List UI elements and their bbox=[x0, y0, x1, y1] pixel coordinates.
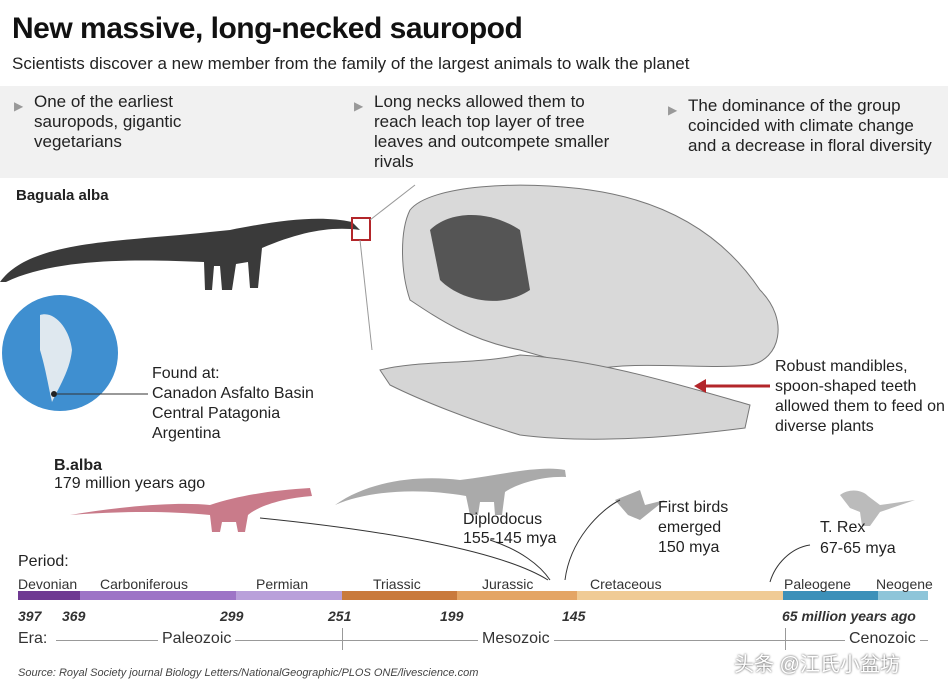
period-label: Period: bbox=[18, 553, 69, 570]
trex-silhouette bbox=[840, 490, 915, 526]
era-paleozoic: Paleozoic bbox=[158, 630, 236, 648]
diplodocus-age: 155-145 mya bbox=[463, 530, 557, 547]
period-bar-paleogene bbox=[783, 591, 878, 600]
period-cretaceous: Cretaceous bbox=[590, 576, 662, 592]
era-label: Era: bbox=[14, 630, 52, 648]
tick-145: 145 bbox=[562, 608, 586, 624]
source-note: Source: Royal Society journal Biology Le… bbox=[18, 667, 479, 679]
period-jurassic: Jurassic bbox=[482, 576, 534, 592]
birds-label: First birds emerged bbox=[658, 499, 729, 536]
era-cenozoic: Cenozoic bbox=[845, 630, 920, 648]
trex-age: 67-65 mya bbox=[820, 540, 896, 557]
skull-highlight-box bbox=[351, 217, 371, 241]
balba-label: B.alba bbox=[54, 457, 103, 474]
era-divider bbox=[342, 628, 343, 650]
triangle-icon: ▶ bbox=[354, 99, 364, 113]
period-bar-carboniferous bbox=[80, 591, 236, 600]
bird-silhouette bbox=[615, 490, 665, 520]
tick-251: 251 bbox=[328, 608, 352, 624]
period-bar-triassic bbox=[342, 591, 457, 600]
diplodocus-silhouette bbox=[335, 468, 566, 515]
period-bar-neogene bbox=[878, 591, 928, 600]
tick-199: 199 bbox=[440, 608, 464, 624]
triangle-icon: ▶ bbox=[14, 99, 24, 113]
page-subtitle: Scientists discover a new member from th… bbox=[12, 54, 690, 73]
fact-3: ▶The dominance of the group coincided wi… bbox=[668, 96, 932, 155]
period-devonian: Devonian bbox=[18, 576, 78, 592]
period-neogene: Neogene bbox=[876, 576, 933, 592]
baguala-small-silhouette bbox=[70, 488, 312, 532]
trex-label: T. Rex bbox=[820, 519, 866, 536]
south-america bbox=[40, 314, 72, 402]
baguala-silhouette bbox=[0, 218, 360, 290]
fact-2: ▶Long necks allowed them to reach leach … bbox=[354, 92, 610, 171]
watermark: 头条 @江氏小盆坊 bbox=[734, 654, 900, 676]
mandible-drawing bbox=[379, 354, 751, 440]
era-mesozoic: Mesozoic bbox=[478, 630, 554, 648]
tick-397: 397 bbox=[18, 608, 42, 624]
birds-age: 150 mya bbox=[658, 539, 720, 556]
period-paleogene: Paleogene bbox=[784, 576, 851, 592]
page-title: New massive, long-necked sauropod bbox=[12, 12, 523, 45]
period-bar-devonian bbox=[18, 591, 80, 600]
period-permian: Permian bbox=[256, 576, 309, 592]
skull-note: Robust mandibles, spoon-shaped teeth all… bbox=[775, 358, 945, 435]
period-bar-permian bbox=[236, 591, 342, 600]
period-carboniferous: Carboniferous bbox=[100, 576, 188, 592]
era-divider bbox=[785, 628, 786, 650]
period-bar-cretaceous bbox=[577, 591, 783, 600]
balba-age: 179 million years ago bbox=[54, 475, 206, 492]
tick-369: 369 bbox=[62, 608, 86, 624]
diplodocus-label: Diplodocus bbox=[463, 511, 543, 528]
found-location: Found at: Canadon Asfalto Basin Central … bbox=[152, 365, 314, 442]
tick-299: 299 bbox=[220, 608, 244, 624]
period-triassic: Triassic bbox=[373, 576, 421, 592]
illustration bbox=[0, 184, 915, 583]
tick-65: 65 million years ago bbox=[782, 608, 916, 624]
fact-1: ▶One of the earliest sauropods, gigantic… bbox=[14, 92, 182, 151]
triangle-icon: ▶ bbox=[668, 103, 678, 117]
period-bar-jurassic bbox=[457, 591, 577, 600]
facts-band: ▶One of the earliest sauropods, gigantic… bbox=[0, 86, 948, 178]
species-name: Baguala alba bbox=[16, 187, 109, 204]
